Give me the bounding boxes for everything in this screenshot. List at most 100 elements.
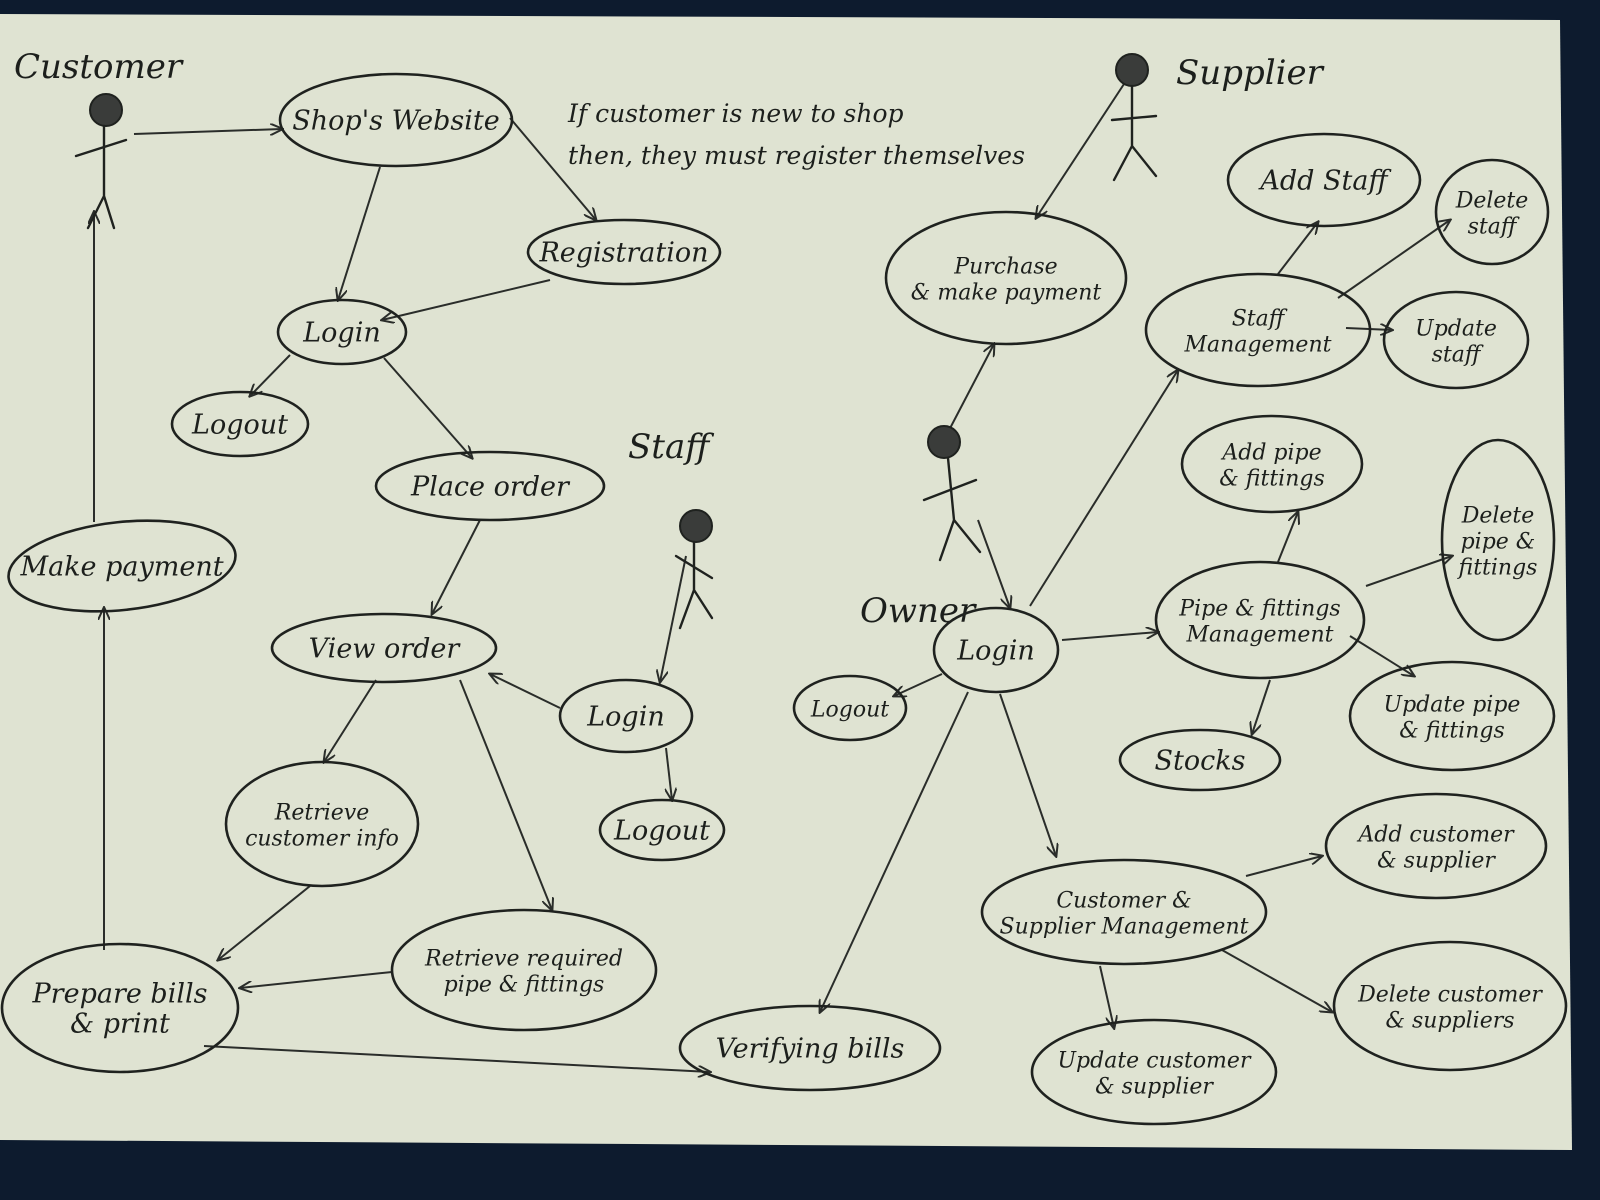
edge-website-login (338, 166, 381, 300)
node-label-line: Delete (1455, 188, 1529, 213)
use-case-prepare-bills: Prepare bills& print (0, 942, 240, 1074)
purchase-ellipse (884, 210, 1128, 346)
edge-ownerlogin-csmgmt (999, 693, 1056, 856)
node-label-line: Add pipe (1220, 440, 1321, 465)
owner-label: Owner (860, 591, 977, 631)
node-label-line: Management (1186, 622, 1334, 647)
use-case-add-cs: Add customer& supplier (1324, 792, 1548, 900)
staff-management-ellipse (1144, 272, 1372, 388)
make-payment-text: Make payment (19, 552, 223, 583)
cs-management-ellipse (980, 858, 1268, 966)
edge-website-registration (509, 117, 596, 220)
node-label-line: Logout (191, 410, 288, 441)
make-payment-ellipse (7, 519, 237, 613)
customer-head-icon (89, 93, 123, 127)
edge-csmgmt-addcs (1245, 856, 1322, 877)
edge-staffmgmt-addstaff (1277, 222, 1318, 275)
edge-pipemgmt-addpipe (1277, 512, 1298, 563)
owner-body-icon (922, 456, 982, 562)
supplier-body-icon (1110, 84, 1158, 182)
customer-login-text: Login (302, 318, 381, 349)
node-label-line: Add customer (1356, 822, 1515, 847)
verifying-bills-ellipse (678, 1004, 942, 1092)
node-label-line: Logout (613, 816, 710, 847)
node-label-line: & supplier (1095, 1074, 1214, 1099)
shops-website-ellipse (278, 72, 514, 168)
node-label-line: Update customer (1058, 1048, 1252, 1073)
edge-ownerlogin-pipemgmt (1061, 632, 1158, 641)
delete-staff-ellipse (1434, 158, 1550, 266)
use-case-place-order: Place order (374, 450, 606, 522)
node-label-line: & fittings (1219, 466, 1325, 491)
use-case-customer-login: Login (276, 298, 408, 366)
edge-vieworder-retrievepipe (459, 679, 552, 910)
customer-logout-text: Logout (191, 410, 288, 441)
edge-staffmgmt-deletestaff (1337, 220, 1450, 299)
node-label-line: & print (70, 1009, 170, 1040)
edge-ownerlogin-ownerlogout (894, 673, 943, 696)
prepare-bills-text: Prepare bills& print (32, 979, 208, 1040)
edge-ownerlogin-verifying (820, 691, 969, 1012)
owner-logout-text: Logout (810, 697, 889, 722)
edge-owner-ownerlogin (977, 519, 1010, 608)
node-label-line: Purchase (953, 254, 1057, 279)
actor-customer: Customer (14, 47, 184, 230)
owner-login-ellipse (932, 606, 1060, 694)
edge-placeorder-vieworder (432, 519, 481, 614)
customer-login-ellipse (276, 298, 408, 366)
delete-cs-ellipse (1332, 940, 1568, 1072)
use-case-shops-website: Shop's Website (278, 72, 514, 168)
verifying-bills-text: Verifying bills (716, 1034, 905, 1065)
cs-management-text: Customer &Supplier Management (1000, 888, 1249, 939)
note-line-1: If customer is new to shop (567, 99, 904, 128)
use-case-cs-management: Customer &Supplier Management (980, 858, 1268, 966)
node-label-line: Stocks (1155, 746, 1246, 777)
pipe-management-ellipse (1154, 560, 1366, 680)
update-cs-text: Update customer& supplier (1058, 1048, 1252, 1099)
use-case-stocks: Stocks (1118, 728, 1282, 792)
node-label-line: Supplier Management (1000, 914, 1249, 939)
owner-logout-ellipse (792, 674, 908, 742)
retrieve-pipe-ellipse (390, 908, 658, 1032)
edge-ownerlogin-staffmgmt (1029, 370, 1178, 607)
node-label-line: fittings (1457, 555, 1538, 580)
place-order-ellipse (374, 450, 606, 522)
update-staff-ellipse (1382, 290, 1530, 390)
use-case-add-staff: Add Staff (1226, 132, 1422, 228)
node-label-line: Login (586, 702, 665, 733)
node-label-line: Customer & (1056, 888, 1191, 913)
staff-head-icon (679, 509, 713, 543)
update-pipe-text: Update pipe& fittings (1384, 692, 1521, 743)
node-label-line: customer info (245, 826, 399, 851)
use-case-update-pipe: Update pipe& fittings (1348, 660, 1556, 772)
prepare-bills-ellipse (0, 942, 240, 1074)
staff-login-text: Login (586, 702, 665, 733)
edge-supplier-purchase (1036, 83, 1125, 218)
use-case-update-cs: Update customer& supplier (1030, 1018, 1278, 1126)
node-label-line: Login (302, 318, 381, 349)
node-label-line: Delete (1461, 503, 1535, 528)
edge-login-logout (250, 354, 291, 396)
delete-cs-text: Delete customer& suppliers (1357, 982, 1543, 1033)
update-pipe-ellipse (1348, 660, 1556, 772)
node-label-line: Add Staff (1257, 166, 1391, 197)
node-label-line: pipe & (1461, 529, 1536, 554)
customer-body-icon (74, 124, 128, 230)
node-label-line: & supplier (1377, 848, 1496, 873)
note-line-2: then, they must register themselves (568, 141, 1025, 170)
supplier-label: Supplier (1176, 53, 1325, 93)
edge-registration-login (382, 279, 551, 320)
customer-label: Customer (14, 47, 184, 87)
retrieve-customer-info-ellipse (224, 760, 420, 888)
edge-pipemgmt-stocks (1252, 679, 1271, 734)
